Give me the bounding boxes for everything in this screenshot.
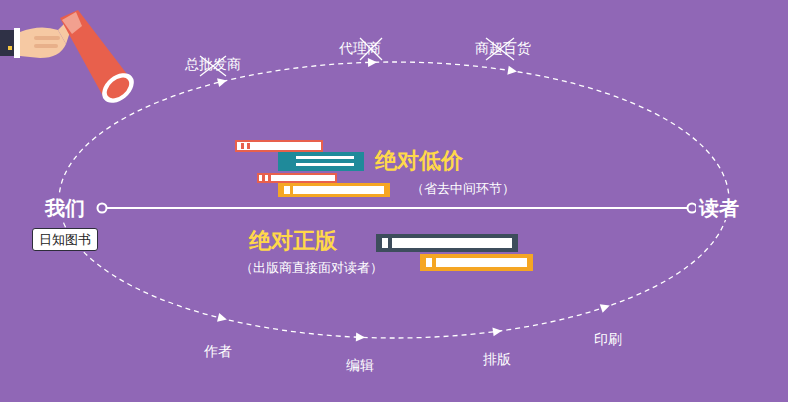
process-step: 编辑 [346,357,374,375]
slogan-note: （出版商直接面对读者） [240,259,383,277]
removed-middleman: 商超百货 [475,40,531,58]
process-step: 作者 [204,343,232,361]
removed-middleman: 总批发商 [185,56,241,74]
brand-box: 日知图书 [32,228,98,251]
reader-node: 读者 [696,196,742,220]
flow-arrowhead [507,66,517,76]
node-heading: 读者 [696,196,742,220]
book-stack-top [236,141,390,197]
cross-marks [200,38,514,76]
flow-arrowhead [368,58,377,67]
slogan: 绝对正版 [249,226,337,256]
megaphone-hand [0,10,140,109]
direct-link [98,204,697,213]
brand-name: 日知图书 [39,231,91,248]
process-step: 排版 [483,351,511,369]
process-step: 印刷 [594,331,622,349]
node-heading: 我们 [42,196,88,220]
flow-arrowhead [492,326,502,336]
slogan-note: （省去中间环节） [411,180,515,198]
slogan: 绝对低价 [375,146,463,176]
dashed-loop [59,62,729,338]
flow-arrowhead [217,76,228,87]
removed-middleman: 代理商 [339,40,381,58]
flow-arrowhead [217,313,228,324]
book-stack-bottom [376,234,533,271]
flow-arrowhead [356,333,365,342]
flow-arrowhead [600,301,611,312]
loop-arrows [217,58,611,342]
publisher-node: 我们日知图书 [32,196,98,251]
